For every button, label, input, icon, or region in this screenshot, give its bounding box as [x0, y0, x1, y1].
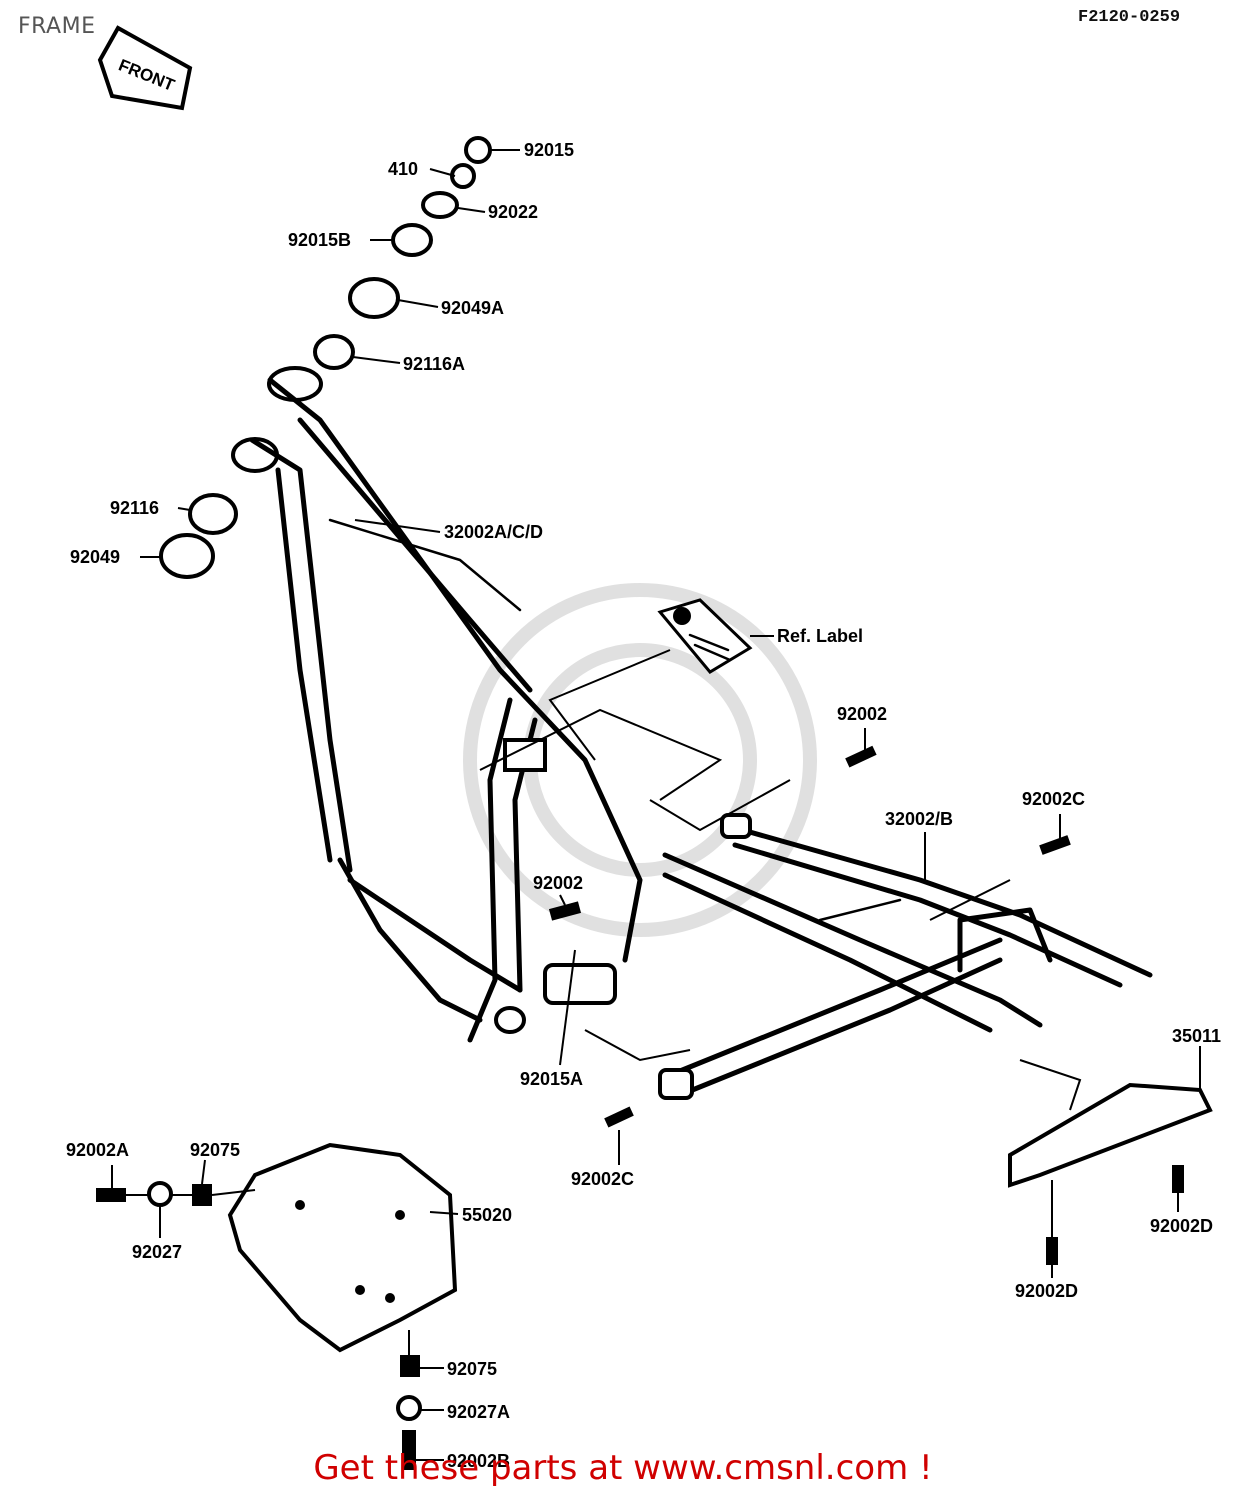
label-92015b: 92015B [288, 230, 351, 250]
chain-guard-35011 [1008, 1082, 1213, 1188]
label-92002-top: 92002 [837, 704, 887, 724]
footer-link-text[interactable]: Get these parts at www.cmsnl.com ! [313, 1448, 933, 1488]
label-32002b: 32002/B [885, 809, 953, 829]
page-title: FRAME [18, 14, 96, 39]
label-92027: 92027 [132, 1242, 182, 1262]
label-55020: 55020 [462, 1205, 512, 1225]
nut-92015-part [464, 136, 492, 164]
front-arrow-icon: FRONT [97, 25, 193, 111]
label-92116: 92116 [110, 498, 159, 518]
label-92022: 92022 [488, 202, 538, 222]
main-frame-32002 [231, 366, 643, 1043]
label-92015a: 92015A [520, 1069, 583, 1089]
label-92002d-bottom: 92002D [1015, 1281, 1078, 1301]
label-92002-mid: 92002 [533, 873, 583, 893]
label-leaders [111, 149, 1201, 1461]
rear-subframe-32002B [658, 813, 1153, 1100]
label-32002acd: 32002A/C/D [444, 522, 543, 542]
washer-410-part [450, 163, 476, 189]
label-410: 410 [388, 159, 418, 179]
bearing-92049-part [159, 533, 215, 579]
label-92049a: 92049A [441, 298, 504, 318]
label-35011: 35011 [1172, 1026, 1221, 1046]
label-92002d-right: 92002D [1150, 1216, 1213, 1236]
label-92075-top: 92075 [190, 1140, 240, 1160]
steering-stem-parts [159, 136, 492, 579]
projection-lines [479, 649, 1082, 1111]
locknut-92015B-part [391, 223, 433, 257]
label-92002b: 92002B [447, 1451, 510, 1471]
part-labels: 92015 410 92022 92015B 92049A 92116A 921… [66, 140, 1221, 1471]
label-92049: 92049 [70, 547, 120, 567]
skid-plate-55020 [227, 1142, 458, 1353]
fasteners [96, 745, 1184, 1470]
reference-label-tag [657, 598, 753, 674]
nut-92022-part [421, 191, 459, 219]
label-92027a: 92027A [447, 1402, 510, 1422]
race-92116-part [188, 493, 238, 535]
label-92002a: 92002A [66, 1140, 129, 1160]
bearing-92049A-part [348, 277, 400, 319]
label-92002c-bottom: 92002C [571, 1169, 634, 1189]
diagram-reference-code: F2120-0259 [1078, 8, 1181, 27]
label-92002c-right: 92002C [1022, 789, 1085, 809]
race-92116A-part [313, 334, 355, 370]
label-92015: 92015 [524, 140, 574, 160]
ref-label-text: Ref. Label [777, 626, 863, 646]
label-92075-bottom: 92075 [447, 1359, 497, 1379]
label-92116a: 92116A [403, 354, 465, 374]
